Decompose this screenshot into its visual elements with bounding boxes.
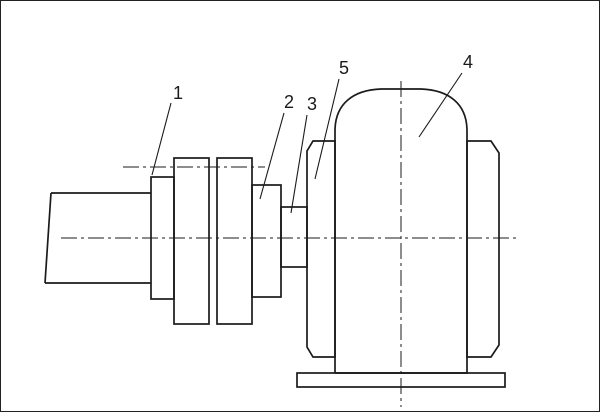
coupling-sleeve (251, 184, 282, 298)
shaft-step (280, 206, 308, 268)
motor-end-cap (466, 140, 500, 358)
leader-lines (151, 72, 463, 214)
part-labels: 1 2 3 5 4 (173, 52, 473, 114)
part-label-5: 5 (339, 58, 349, 78)
motor-front-flange (306, 140, 336, 358)
part-label-1: 1 (173, 83, 183, 103)
part-label-4: 4 (463, 52, 473, 72)
part-label-3: 3 (307, 94, 317, 114)
leader-part-2 (259, 112, 285, 200)
drawing-outlines (44, 88, 506, 388)
leader-part-1 (151, 102, 172, 176)
motor-body (334, 88, 468, 374)
leader-part-3 (290, 114, 308, 214)
part-label-2: 2 (284, 92, 294, 112)
coupling-flange-right (216, 157, 253, 325)
centerlines (61, 81, 517, 407)
coupling-flange-left (173, 157, 210, 325)
leader-part-5 (314, 78, 340, 180)
leader-part-4 (418, 72, 463, 138)
shaft (44, 192, 151, 284)
